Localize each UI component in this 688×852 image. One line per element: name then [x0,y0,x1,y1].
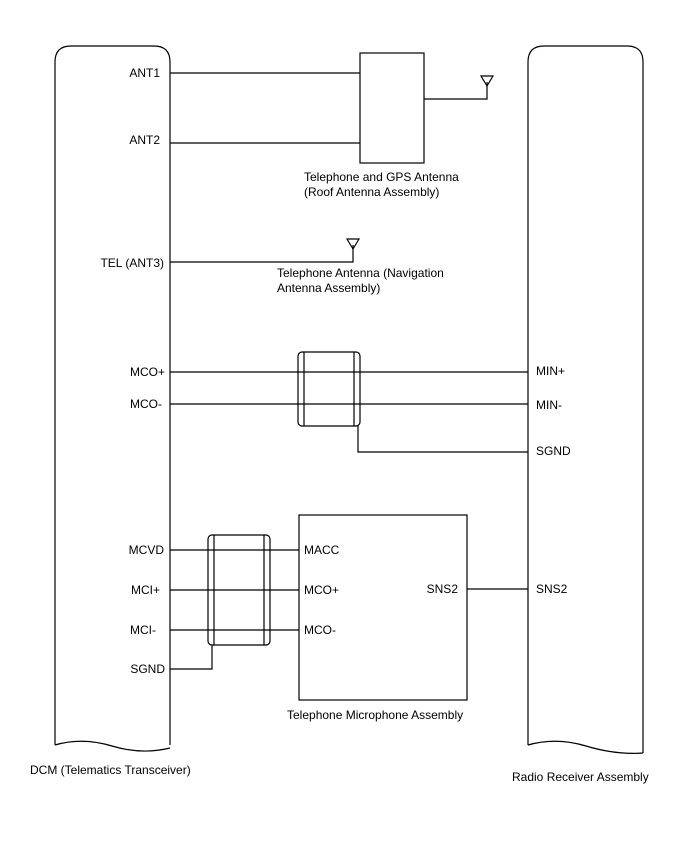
nav-antenna-name-line1: Telephone Antenna (Navigation [277,266,444,280]
pin-ant1: ANT1 [129,66,160,80]
pin-mco-plus: MCO+ [130,365,165,379]
pin-tel-ant3: TEL (ANT3) [100,256,164,270]
dcm-name: DCM (Telematics Transceiver) [30,763,191,777]
pin-sgnd-radio: SGND [536,444,571,458]
shield-1 [297,351,528,453]
pin-sns2-mic: SNS2 [427,582,459,596]
pin-mco-minus: MCO- [130,397,162,411]
shield-2 [170,534,271,670]
pin-min-plus: MIN+ [536,364,565,378]
roof-antenna-name-line2: (Roof Antenna Assembly) [304,185,439,199]
microphone-assembly [298,514,468,701]
nav-antenna-name-line2: Antenna Assembly) [277,281,380,295]
pin-mci-plus: MCI+ [131,583,160,597]
pin-ant2: ANT2 [129,133,160,147]
roof-antenna-name-line1: Telephone and GPS Antenna [304,170,459,184]
radio-receiver-unit [527,45,644,754]
pin-mcvd: MCVD [129,543,165,557]
antenna-icon [345,238,361,251]
pin-sns2-radio: SNS2 [536,582,568,596]
pin-mic-mco-plus: MCO+ [304,583,339,597]
radio-receiver-name: Radio Receiver Assembly [512,770,649,784]
dcm-unit [54,45,171,752]
pin-sgnd-dcm: SGND [130,662,165,676]
pin-mic-mco-minus: MCO- [304,623,336,637]
microphone-name: Telephone Microphone Assembly [287,708,463,722]
pin-macc: MACC [304,543,340,557]
pin-min-minus: MIN- [536,398,562,412]
pin-mci-minus: MCI- [130,623,156,637]
navigation-antenna [170,238,361,263]
roof-antenna-assembly [359,52,495,164]
antenna-icon [479,75,495,88]
